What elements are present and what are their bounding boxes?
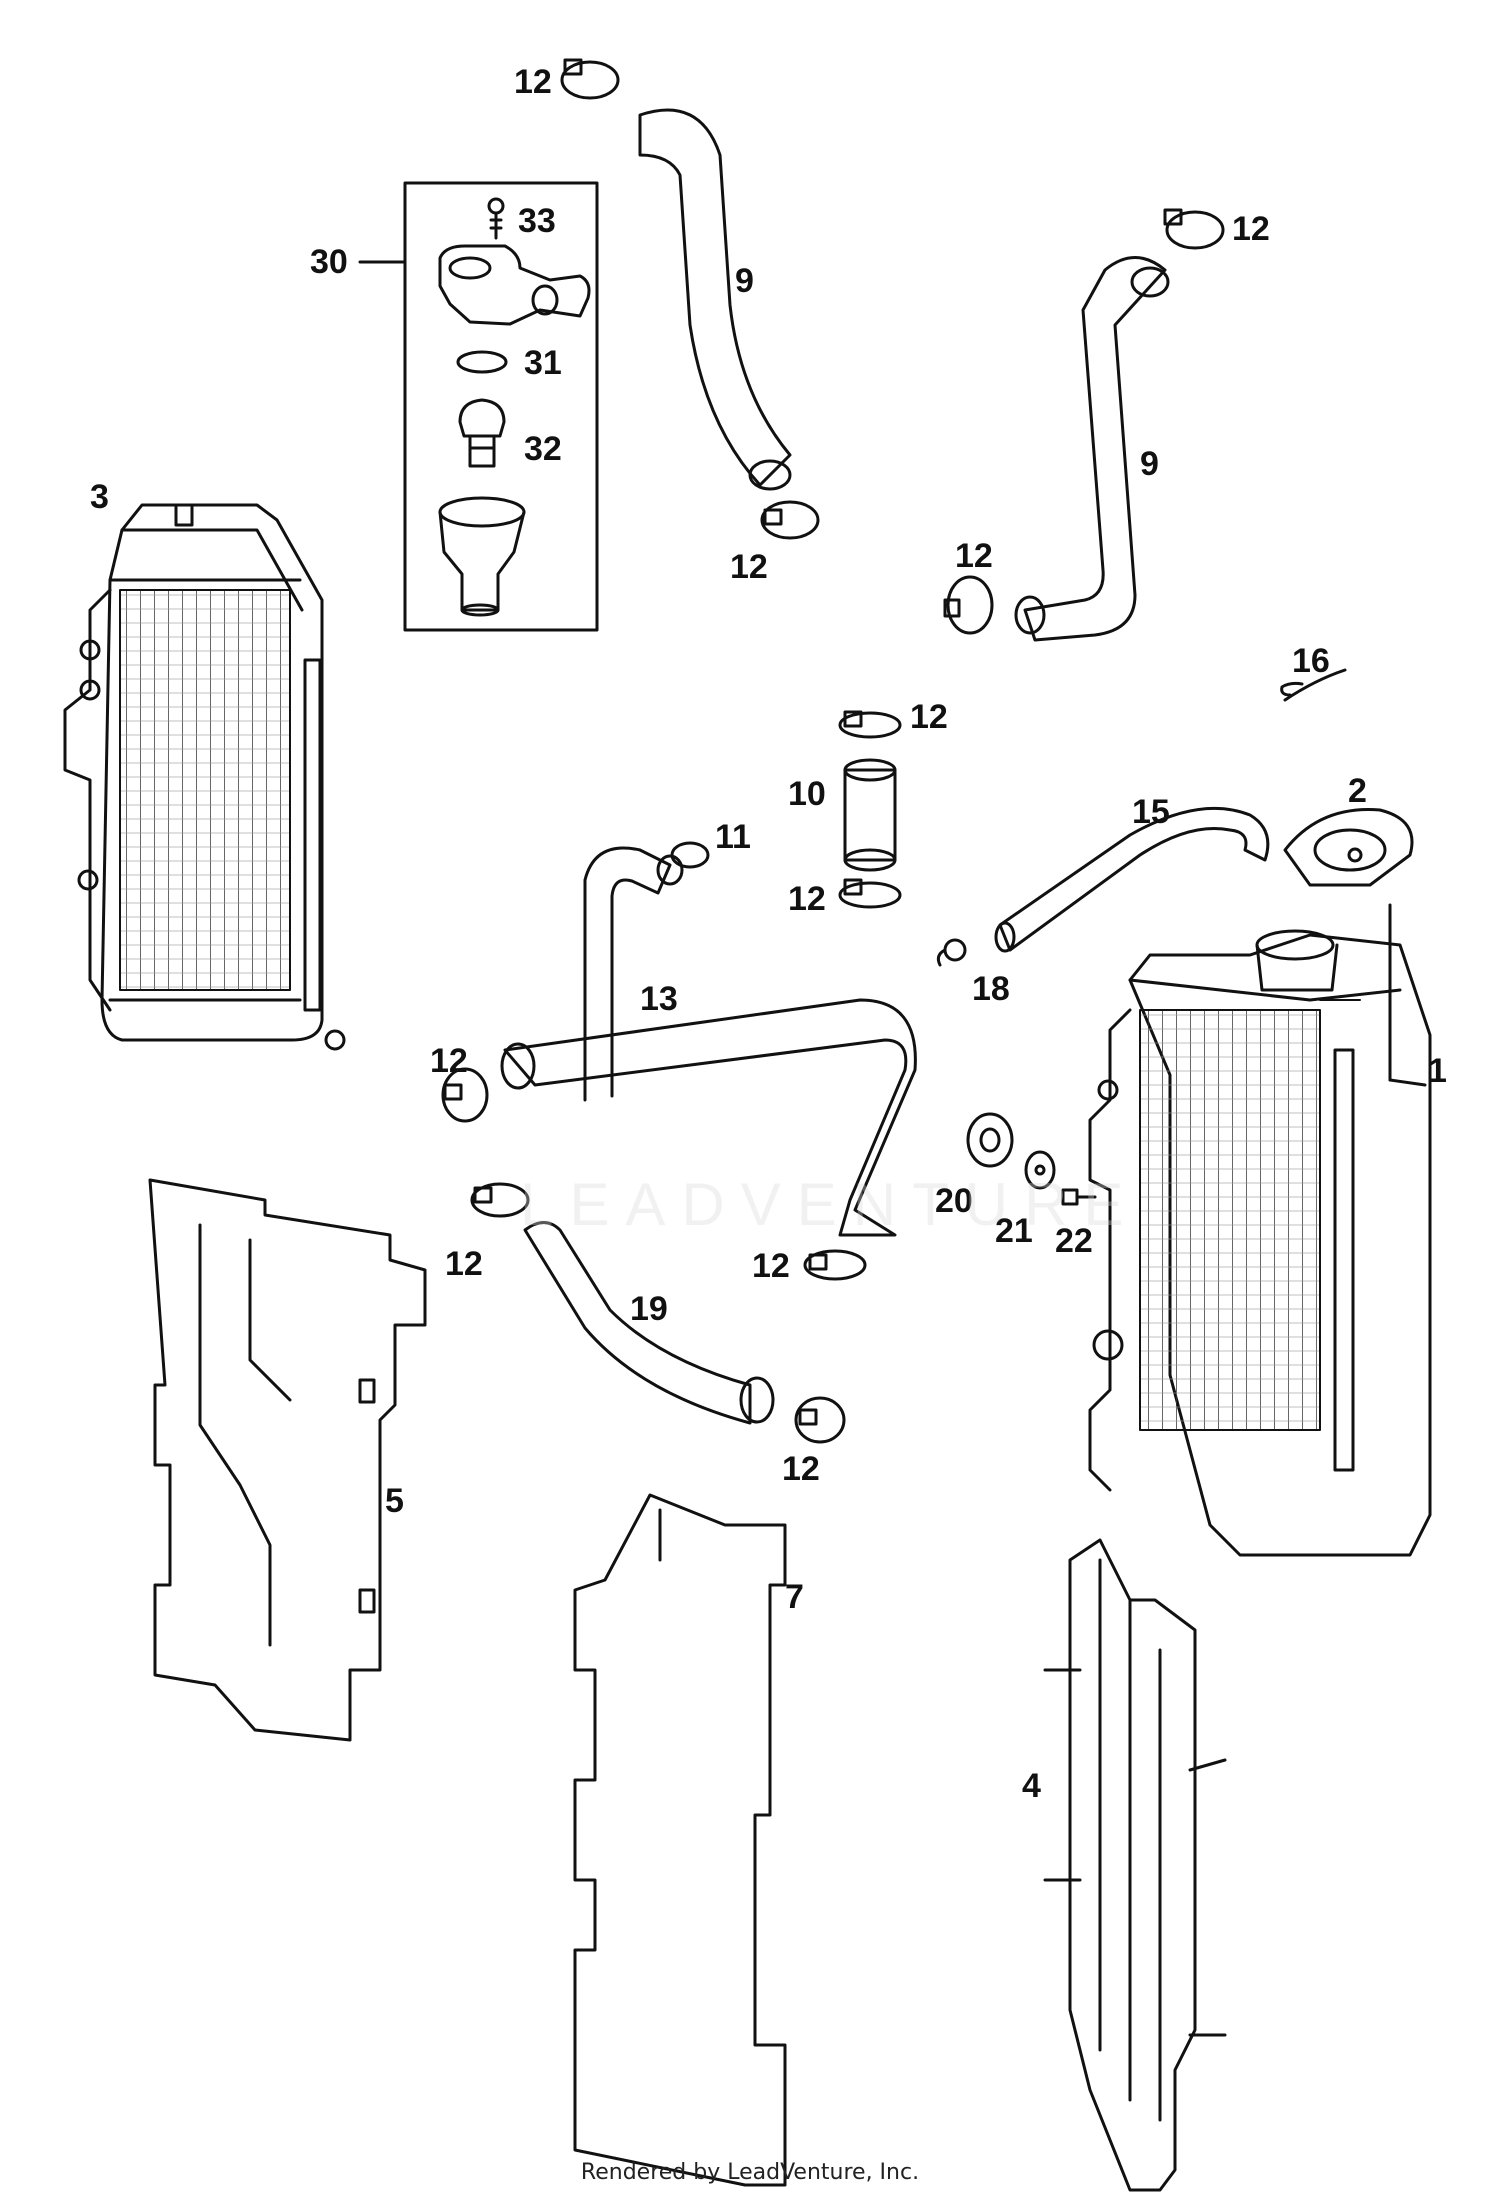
watermark: LEADVENTURE [520,1171,1140,1238]
callout-12: 12 [955,537,993,575]
hose-15 [994,806,1270,953]
callout-33: 33 [518,202,556,240]
radiator-cap-2 [1283,808,1414,887]
callout-20: 20 [935,1182,973,1220]
callout-1: 1 [1428,1052,1447,1090]
callout-10: 10 [788,775,826,813]
hose-13 [500,846,917,1237]
callout-12: 12 [514,63,552,101]
callout-5: 5 [385,1482,404,1520]
hose-9-right [1014,256,1170,642]
callout-9: 9 [1140,445,1159,483]
callout-19: 19 [630,1290,668,1328]
callout-18: 18 [972,970,1010,1008]
shroud-5 [148,1178,427,1742]
callout-12: 12 [752,1247,790,1285]
footer-credit: Rendered by LeadVenture, Inc. [580,2160,920,2185]
callout-22: 22 [1055,1222,1093,1260]
spring-16 [1280,668,1347,702]
screw-33 [487,197,505,240]
clip-18 [936,938,967,967]
hose-10 [843,758,897,872]
callout-12: 12 [1232,210,1270,248]
callout-12: 12 [445,1245,483,1283]
callout-31: 31 [524,344,562,382]
callout-12: 12 [730,548,768,586]
thermostat-housing [438,244,591,326]
callout-12: 12 [430,1042,468,1080]
callout-32: 32 [524,430,562,468]
callout-3: 3 [90,478,109,516]
callout-13: 13 [640,980,678,1018]
hose-19 [523,1221,775,1425]
callout-12: 12 [782,1450,820,1488]
callout-11: 11 [715,818,751,856]
thermostat-kit-30 [358,181,599,632]
callout-9: 9 [735,262,754,300]
callout-12: 12 [910,698,948,736]
shroud-4 [1043,1538,1227,2192]
callout-4: 4 [1022,1767,1041,1805]
callout-30: 30 [310,243,348,281]
callout-labels: 12 33 30 9 12 31 32 9 3 12 12 16 12 2 10… [90,63,1447,1805]
radiator-left-3 [63,503,346,1051]
grommet-20 [966,1112,1014,1168]
callout-7: 7 [785,1578,804,1616]
fan-cover-7 [573,1493,787,2187]
o-ring-31 [456,350,508,374]
hose-9-center [638,108,792,491]
radiator-right-1 [1088,903,1432,1557]
callout-12: 12 [788,880,826,918]
thermostat-lower-housing [438,496,526,617]
callout-16: 16 [1292,642,1330,680]
callout-21: 21 [995,1212,1033,1250]
bolt-22 [1061,1188,1097,1206]
hose-clamps-12 [441,58,1225,1444]
washer-21 [1024,1150,1056,1190]
thermostat-32 [458,398,506,468]
callout-2: 2 [1348,772,1367,810]
callout-15: 15 [1132,793,1170,831]
